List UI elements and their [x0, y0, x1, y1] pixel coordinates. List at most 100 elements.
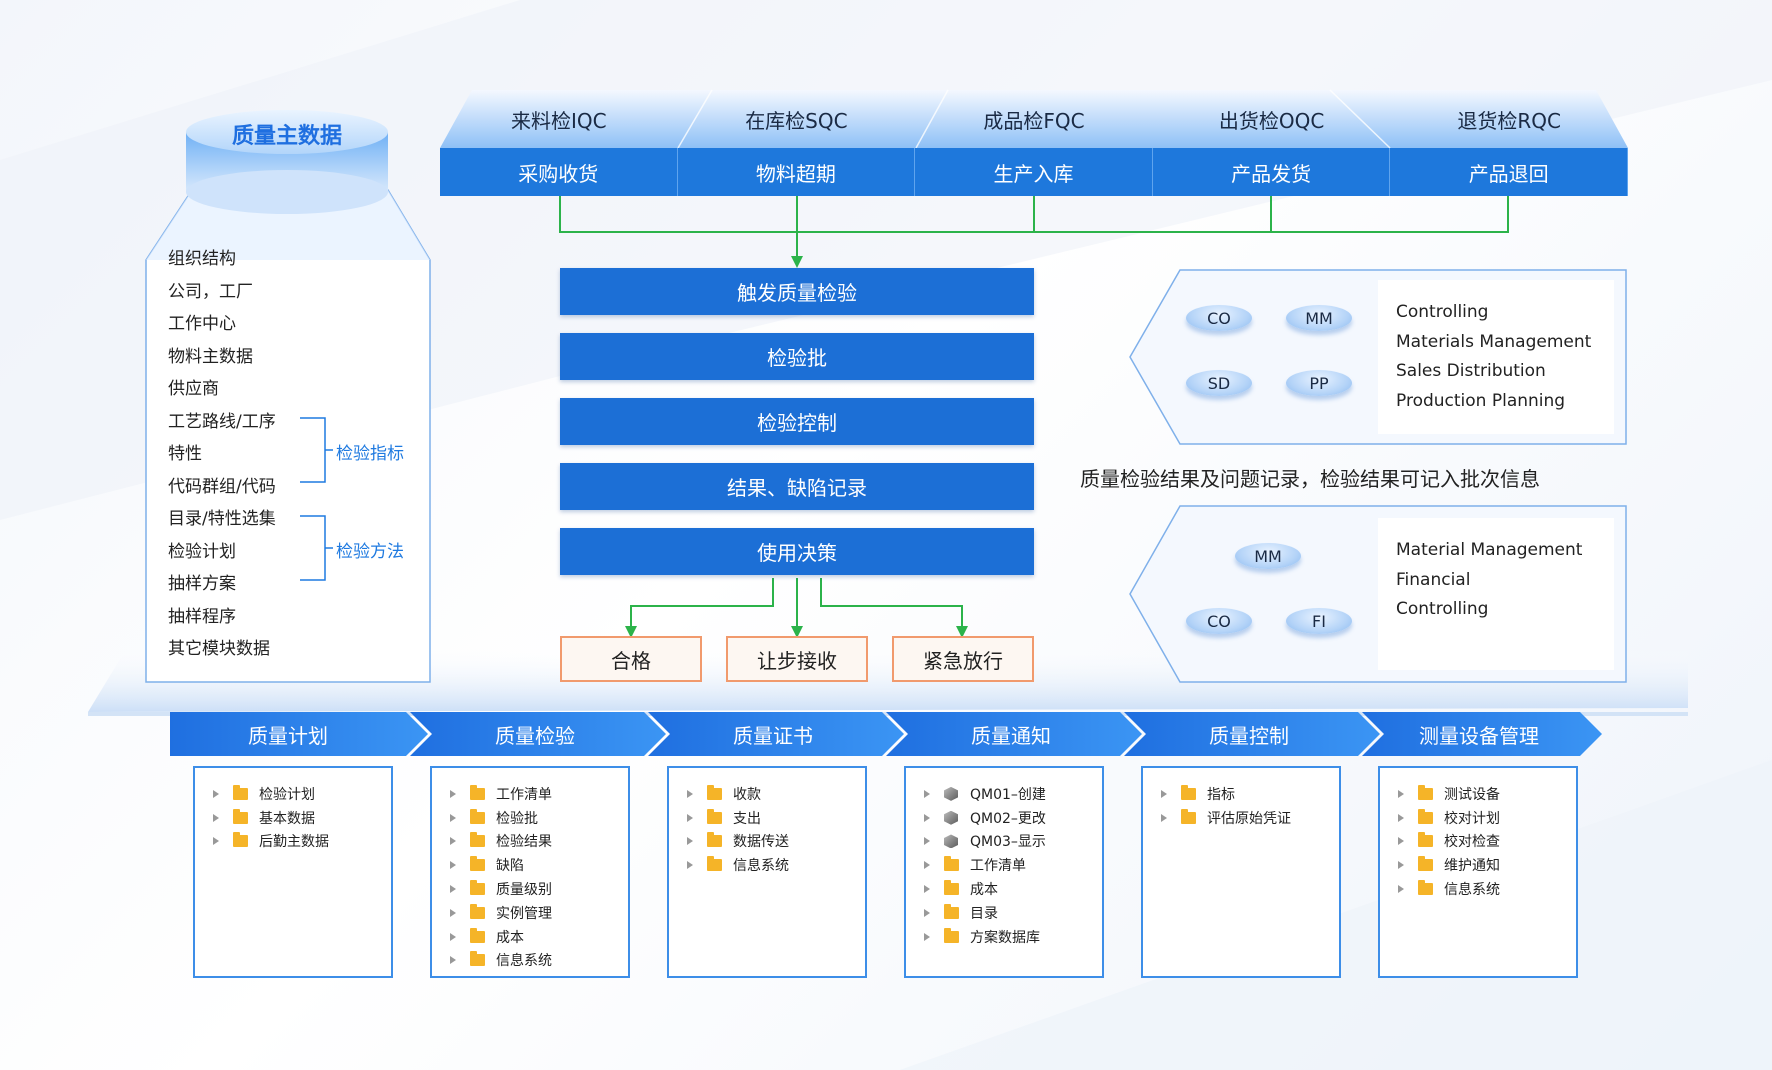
tree-item-label: 检验结果 — [496, 834, 552, 851]
chip-sd: SD — [1186, 370, 1252, 396]
folder-icon — [470, 856, 485, 872]
legend-line: Controlling — [1396, 302, 1489, 322]
folder-icon — [233, 808, 248, 824]
tree-item[interactable]: 基本数据 — [213, 806, 391, 830]
tree-item[interactable]: 检验批 — [450, 806, 628, 830]
expand-arrow-icon[interactable] — [213, 789, 219, 798]
folder-icon — [1418, 832, 1433, 848]
expand-arrow-icon[interactable] — [1398, 861, 1404, 870]
tree-item[interactable]: 信息系统 — [1398, 877, 1576, 901]
tree-item-label: QM01–创建 — [970, 786, 1046, 803]
module-6-tree: 测试设备校对计划校对检查维护通知信息系统 — [1378, 766, 1578, 978]
flow-step-4: 结果、缺陷记录 — [560, 463, 1034, 510]
module-5-tree: 指标评估原始凭证 — [1141, 766, 1341, 978]
expand-arrow-icon[interactable] — [450, 932, 456, 941]
expand-arrow-icon[interactable] — [450, 789, 456, 798]
tree-item[interactable]: 缺陷 — [450, 853, 628, 877]
legend-line: Materials Management — [1396, 331, 1592, 352]
tree-item[interactable]: 支出 — [687, 806, 865, 830]
result-2: 让步接收 — [726, 636, 868, 682]
expand-arrow-icon[interactable] — [213, 837, 219, 846]
folder-icon — [470, 832, 485, 848]
tree-item[interactable]: 维护通知 — [1398, 853, 1576, 877]
expand-arrow-icon[interactable] — [450, 908, 456, 917]
tree-item-label: 成本 — [496, 929, 524, 946]
expand-arrow-icon[interactable] — [687, 813, 693, 822]
tree-item[interactable]: 校对计划 — [1398, 806, 1576, 830]
integration-top-legend: Controlling Materials Management Sales D… — [1378, 280, 1614, 434]
tree-item[interactable]: 信息系统 — [687, 853, 865, 877]
expand-arrow-icon[interactable] — [213, 813, 219, 822]
expand-arrow-icon[interactable] — [450, 837, 456, 846]
result-3: 紧急放行 — [892, 636, 1034, 682]
folder-icon — [470, 927, 485, 943]
tree-item-label: 缺陷 — [496, 858, 524, 875]
stage-5-name: 退货检RQC — [1457, 108, 1561, 133]
tree-item[interactable]: 指标 — [1161, 782, 1339, 806]
stage-3-trigger: 生产入库 — [915, 148, 1153, 196]
folder-icon — [470, 880, 485, 896]
tree-item[interactable]: 校对检查 — [1398, 830, 1576, 854]
expand-arrow-icon[interactable] — [1161, 789, 1167, 798]
stage-1-trigger: 采购收货 — [440, 148, 678, 196]
tree-item[interactable]: 收款 — [687, 782, 865, 806]
expand-arrow-icon[interactable] — [687, 861, 693, 870]
tree-item[interactable]: 目录 — [924, 901, 1102, 925]
tree-item[interactable]: 后勤主数据 — [213, 830, 391, 854]
expand-arrow-icon[interactable] — [450, 885, 456, 894]
tree-item[interactable]: 工作清单 — [924, 853, 1102, 877]
tree-item[interactable]: 数据传送 — [687, 830, 865, 854]
expand-arrow-icon[interactable] — [924, 908, 930, 917]
tree-item[interactable]: 检验结果 — [450, 830, 628, 854]
tree-item[interactable]: 测试设备 — [1398, 782, 1576, 806]
expand-arrow-icon[interactable] — [1398, 837, 1404, 846]
tree-item[interactable]: 工作清单 — [450, 782, 628, 806]
legend-line: Financial — [1396, 569, 1471, 590]
expand-arrow-icon[interactable] — [924, 885, 930, 894]
master-data-item: 抽样方案 — [168, 574, 236, 594]
folder-icon — [470, 784, 485, 800]
expand-arrow-icon[interactable] — [450, 861, 456, 870]
folder-icon — [707, 856, 722, 872]
master-data-item: 供应商 — [168, 379, 219, 399]
tree-item-label: 评估原始凭证 — [1207, 810, 1291, 827]
expand-arrow-icon[interactable] — [924, 837, 930, 846]
tree-item[interactable]: QM01–创建 — [924, 782, 1102, 806]
expand-arrow-icon[interactable] — [924, 813, 930, 822]
tree-item[interactable]: 实例管理 — [450, 901, 628, 925]
chip-co: CO — [1186, 608, 1252, 634]
tree-item[interactable]: 检验计划 — [213, 782, 391, 806]
tree-item[interactable]: QM03–显示 — [924, 830, 1102, 854]
tree-item[interactable]: 信息系统 — [450, 949, 628, 973]
expand-arrow-icon[interactable] — [924, 861, 930, 870]
expand-arrow-icon[interactable] — [450, 956, 456, 965]
folder-icon — [707, 832, 722, 848]
expand-arrow-icon[interactable] — [1398, 885, 1404, 894]
flow-step-1: 触发质量检验 — [560, 268, 1034, 315]
module-3-title: 质量证书 — [733, 723, 813, 748]
master-data-item: 特性 — [168, 444, 202, 464]
expand-arrow-icon[interactable] — [924, 932, 930, 941]
tree-item-label: 工作清单 — [970, 858, 1026, 875]
tree-item[interactable]: QM02–更改 — [924, 806, 1102, 830]
expand-arrow-icon[interactable] — [1161, 813, 1167, 822]
module-1-tree: 检验计划基本数据后勤主数据 — [193, 766, 393, 978]
expand-arrow-icon[interactable] — [687, 837, 693, 846]
master-data-item: 其它模块数据 — [168, 639, 270, 659]
tree-item[interactable]: 成本 — [924, 877, 1102, 901]
master-data-item: 目录/特性选集 — [168, 509, 276, 529]
tree-item-label: 基本数据 — [259, 810, 315, 827]
tree-item-label: 检验批 — [496, 810, 538, 827]
tree-item[interactable]: 评估原始凭证 — [1161, 806, 1339, 830]
expand-arrow-icon[interactable] — [1398, 813, 1404, 822]
chip-fi: FI — [1286, 608, 1352, 634]
expand-arrow-icon[interactable] — [1398, 789, 1404, 798]
expand-arrow-icon[interactable] — [450, 813, 456, 822]
tree-item[interactable]: 质量级别 — [450, 877, 628, 901]
expand-arrow-icon[interactable] — [687, 789, 693, 798]
tree-item[interactable]: 成本 — [450, 925, 628, 949]
expand-arrow-icon[interactable] — [924, 789, 930, 798]
tree-item-label: 信息系统 — [1444, 882, 1500, 899]
tree-item[interactable]: 方案数据库 — [924, 925, 1102, 949]
